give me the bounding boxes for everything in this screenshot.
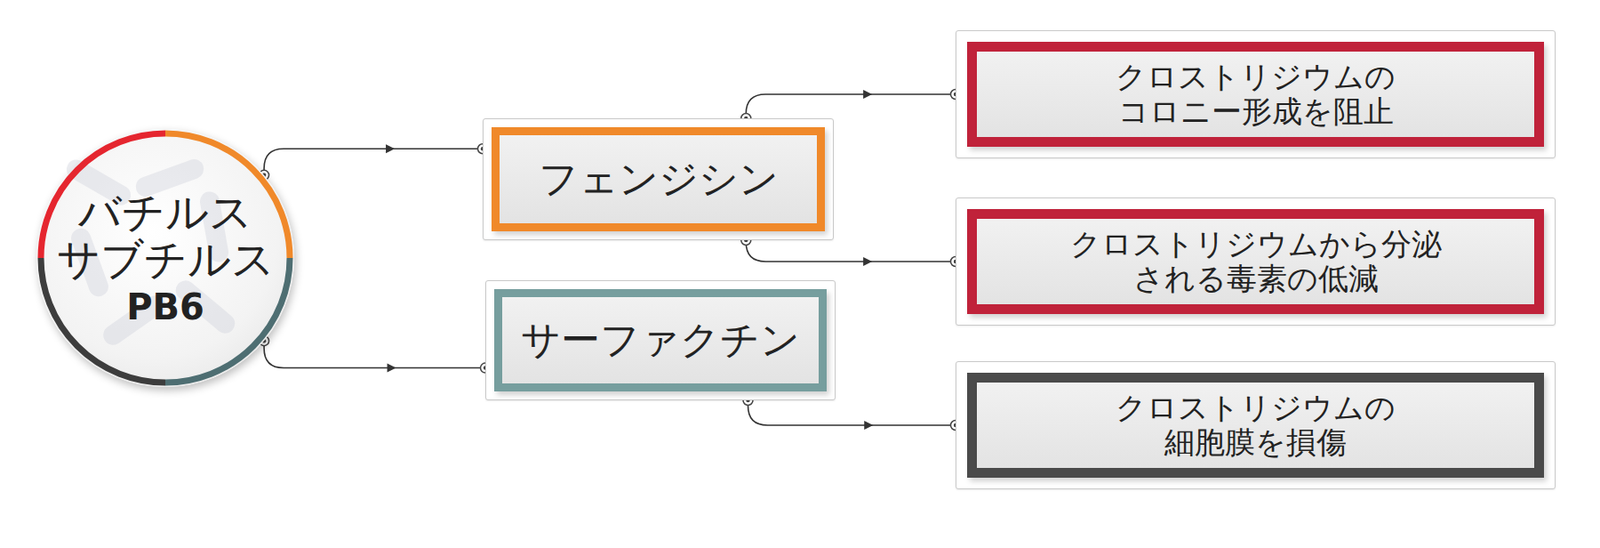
box-label: クロストリジウムから分泌 される毒素の低減: [1059, 226, 1453, 296]
organism-circle: バチルス サブチルスPB6: [36, 128, 295, 387]
lipopeptide-box: フェンジシン: [482, 118, 834, 240]
effect-box: クロストリジウムの 細胞膜を損傷: [955, 360, 1556, 489]
lipopeptide-box: サーファクチン: [485, 280, 836, 400]
box-label: フェンジシン: [538, 156, 779, 202]
connector: [259, 144, 488, 181]
connector-line: [745, 240, 956, 262]
organism-name: バチルス サブチルス: [54, 188, 277, 283]
box-label: クロストリジウムの コロニー形成を阻止: [1059, 59, 1453, 129]
effect-box: クロストリジウムから分泌 される毒素の低減: [955, 197, 1556, 326]
box-frame: フェンジシン: [491, 127, 825, 232]
box-frame: クロストリジウムの コロニー形成を阻止: [967, 41, 1544, 147]
effect-box: クロストリジウムの コロニー形成を阻止: [955, 30, 1556, 159]
connector-line: [748, 400, 957, 425]
arrow-head: [387, 363, 397, 373]
arrow-head: [385, 144, 395, 153]
arrow-head: [863, 256, 872, 266]
connector: [743, 395, 961, 431]
arrow-head: [864, 420, 873, 430]
strain-code: PB6: [126, 286, 205, 328]
connector-line: [745, 94, 956, 119]
arrow-head: [863, 89, 872, 99]
box-label: サーファクチン: [520, 317, 800, 363]
connector: [259, 336, 491, 373]
box-frame: クロストリジウムの 細胞膜を損傷: [967, 372, 1544, 478]
box-frame: クロストリジウムから分泌 される毒素の低減: [967, 208, 1544, 314]
connector-line: [264, 148, 483, 176]
box-frame: サーファクチン: [494, 288, 827, 392]
box-label: クロストリジウムの 細胞膜を損傷: [1059, 390, 1453, 460]
connector-line: [264, 340, 486, 368]
